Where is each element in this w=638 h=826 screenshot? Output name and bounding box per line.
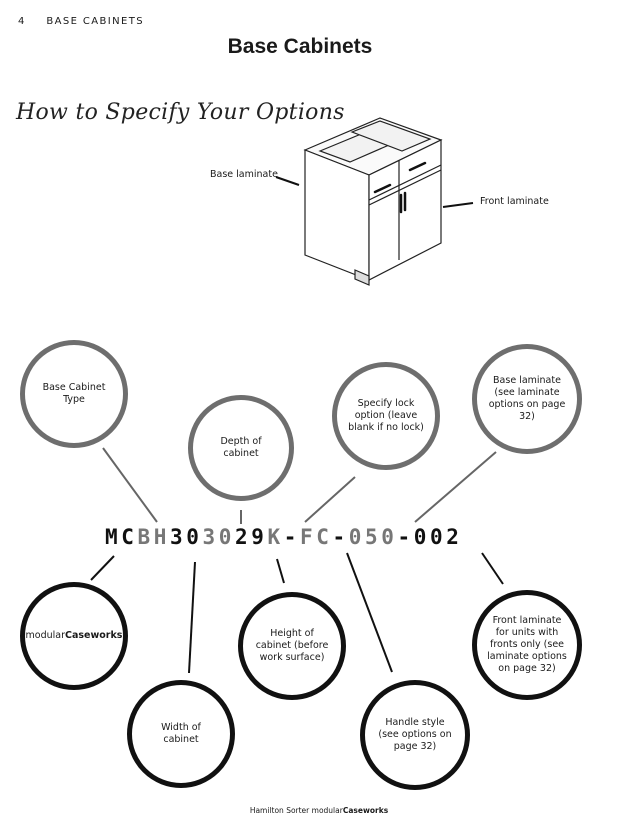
callout-brand-bold: Caseworks [65, 630, 123, 641]
callout-brand: modularCaseworks [20, 582, 128, 690]
callout-base-laminate: Base laminate (see laminate options on p… [472, 344, 582, 454]
callout-lock: Specify lock option (leave blank if no l… [332, 362, 440, 470]
code-segment-handle: FC [300, 525, 333, 549]
code-segment-height: 29 [235, 525, 268, 549]
callout-brand-text: modularCaseworks [26, 630, 123, 642]
code-segment-bh: BH [137, 525, 170, 549]
callout-front-laminate: Front laminate for units with fronts onl… [472, 590, 582, 700]
code-segment-depth: 30 [202, 525, 235, 549]
code-separator-1: - [283, 525, 300, 549]
section-title: BASE CABINETS [46, 16, 144, 27]
script-subtitle: How to Specify Your Options [16, 100, 345, 125]
code-segment-front-laminate: -002 [397, 525, 463, 549]
page-footer: Hamilton Sorter modularCaseworks [0, 806, 638, 815]
code-segment-base-laminate: 050 [348, 525, 398, 549]
base-laminate-label: Base laminate [210, 169, 278, 180]
callout-base-laminate-text: Base laminate (see laminate options on p… [488, 375, 566, 422]
model-code: MCBH303029K-FC-050-002 [105, 525, 462, 549]
callout-depth-text: Depth of cabinet [220, 436, 262, 459]
footer-bold: Caseworks [342, 806, 389, 815]
code-segment-mc: MC [105, 525, 138, 549]
callout-base-cabinet-type: Base Cabinet Type [20, 340, 128, 448]
callout-front-laminate-text: Front laminate for units with fronts onl… [487, 615, 567, 674]
code-segment-width: 30 [170, 525, 203, 549]
code-segment-lock: K [267, 525, 284, 549]
front-laminate-label: Front laminate [480, 196, 549, 207]
code-separator-2: - [332, 525, 349, 549]
page-header: 4 BASE CABINETS [18, 16, 144, 27]
callout-width: Width of cabinet [127, 680, 235, 788]
callout-base-cabinet-type-text: Base Cabinet Type [42, 382, 106, 405]
callout-depth: Depth of cabinet [188, 395, 294, 501]
callout-handle-text: Handle style (see options on page 32) [378, 717, 452, 752]
callout-height: Height of cabinet (before work surface) [238, 592, 346, 700]
callout-brand-prefix: modular [25, 630, 66, 641]
page-number: 4 [18, 16, 26, 27]
callout-height-text: Height of cabinet (before work surface) [255, 628, 329, 663]
page-title: Base Cabinets [227, 35, 373, 58]
callout-lock-text: Specify lock option (leave blank if no l… [348, 398, 424, 433]
callout-handle: Handle style (see options on page 32) [360, 680, 470, 790]
callout-width-text: Width of cabinet [161, 722, 201, 745]
footer-prefix: Hamilton Sorter modular [249, 806, 343, 815]
